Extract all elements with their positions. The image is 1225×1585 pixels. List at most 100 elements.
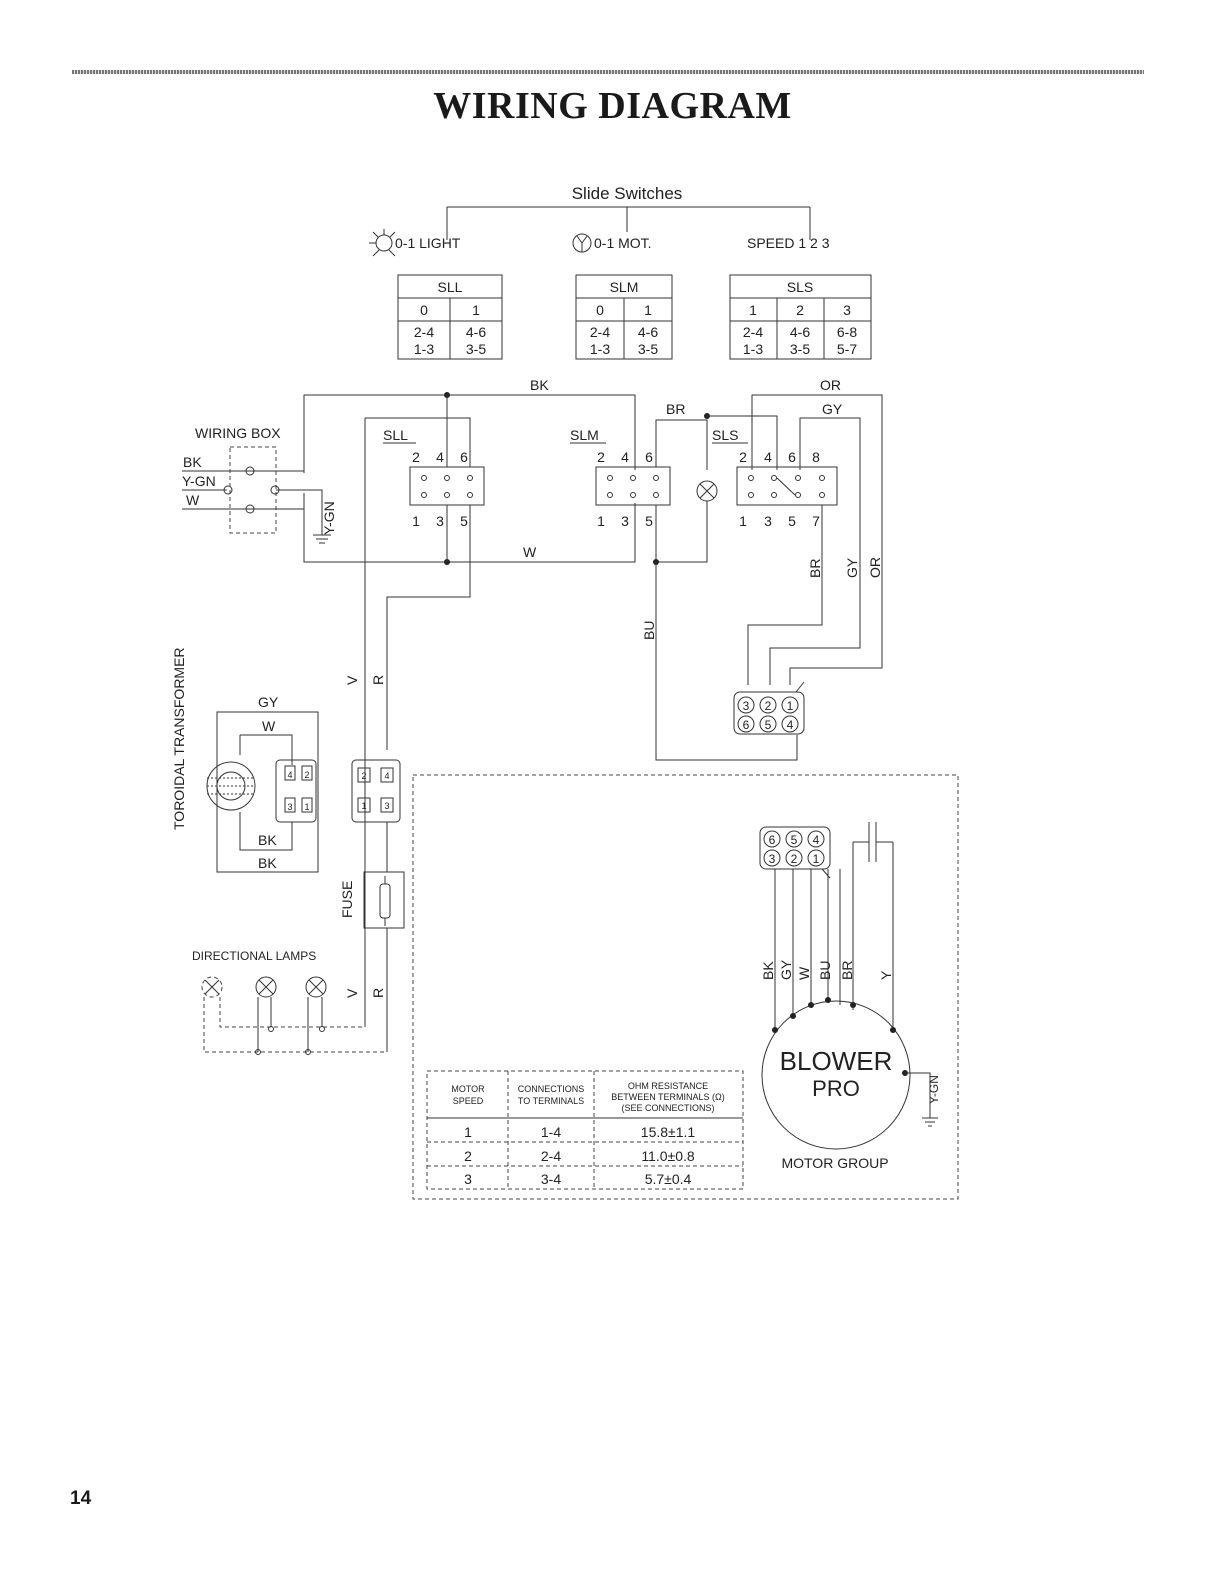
svg-text:4: 4 — [764, 449, 772, 465]
r-label-lower: R — [370, 988, 386, 998]
toroidal-transformer: TOROIDAL TRANSFORMER GY W BK BK 4 2 3 1 — [171, 647, 319, 873]
svg-text:TO TERMINALS: TO TERMINALS — [518, 1096, 584, 1106]
svg-text:2: 2 — [464, 1148, 472, 1164]
motor-wire-w: W — [796, 966, 812, 980]
wiring-box: WIRING BOX BK Y-GN W Y-GN — [182, 425, 337, 544]
svg-text:8: 8 — [812, 449, 820, 465]
svg-text:W: W — [262, 718, 276, 734]
svg-text:SLM: SLM — [610, 279, 639, 295]
sll-output-wire — [386, 505, 471, 750]
slm-switch-block: SLM 2 4 6 1 3 5 — [570, 427, 671, 529]
svg-text:2-4: 2-4 — [743, 324, 763, 340]
or-vertical-label: OR — [867, 557, 883, 578]
svg-text:3: 3 — [764, 513, 772, 529]
gy-label: GY — [822, 401, 843, 417]
directional-lamps: DIRECTIONAL LAMPS — [192, 949, 387, 1055]
motor-wires — [774, 869, 841, 1030]
svg-text:2: 2 — [304, 770, 309, 780]
svg-text:1: 1 — [813, 852, 820, 866]
svg-text:4: 4 — [621, 449, 629, 465]
svg-text:1: 1 — [412, 513, 420, 529]
blower-motor: BLOWER PRO Y-GN — [761, 997, 941, 1150]
svg-text:4-6: 4-6 — [790, 324, 810, 340]
blower-name-line1: BLOWER — [780, 1046, 893, 1076]
svg-text:1-4: 1-4 — [541, 1124, 561, 1140]
svg-text:SLS: SLS — [712, 427, 738, 443]
svg-text:3-5: 3-5 — [638, 341, 658, 357]
svg-text:7: 7 — [812, 513, 820, 529]
svg-text:4: 4 — [813, 833, 820, 847]
svg-text:0: 0 — [596, 302, 604, 318]
svg-text:2: 2 — [796, 302, 804, 318]
br-motor-wire — [747, 505, 823, 685]
motor-wire-bu: BU — [817, 961, 833, 980]
v-label-upper: V — [344, 675, 360, 685]
svg-text:1: 1 — [739, 513, 747, 529]
page-title: WIRING DIAGRAM — [433, 85, 792, 127]
svg-text:CONNECTIONS: CONNECTIONS — [518, 1084, 585, 1094]
blower-name-line2: PRO — [812, 1076, 860, 1101]
sls-table: SLS 1 2 3 2-4 4-6 6-8 1-3 3-5 5-7 — [729, 274, 872, 360]
svg-text:2: 2 — [791, 852, 798, 866]
svg-text:2: 2 — [597, 449, 605, 465]
svg-text:3: 3 — [843, 302, 851, 318]
svg-text:6: 6 — [743, 718, 750, 732]
svg-text:4-6: 4-6 — [638, 324, 658, 340]
svg-text:4: 4 — [436, 449, 444, 465]
svg-text:1: 1 — [361, 801, 366, 811]
svg-text:SLL: SLL — [438, 279, 463, 295]
svg-text:FUSE: FUSE — [339, 881, 355, 918]
svg-text:2-4: 2-4 — [590, 324, 610, 340]
svg-text:3: 3 — [621, 513, 629, 529]
fan-icon — [572, 233, 592, 253]
gy-wire — [769, 417, 861, 685]
indicator-lamp-icon — [696, 480, 718, 502]
svg-text:5: 5 — [460, 513, 468, 529]
svg-text:4-6: 4-6 — [466, 324, 486, 340]
svg-text:1: 1 — [644, 302, 652, 318]
svg-text:1: 1 — [472, 302, 480, 318]
or-label: OR — [820, 377, 841, 393]
svg-text:3-5: 3-5 — [466, 341, 486, 357]
svg-text:SLL: SLL — [383, 427, 408, 443]
svg-text:3-5: 3-5 — [790, 341, 810, 357]
svg-text:3-4: 3-4 — [541, 1171, 561, 1187]
svg-text:SPEED: SPEED — [453, 1096, 484, 1106]
svg-text:1: 1 — [787, 699, 794, 713]
svg-text:3: 3 — [743, 699, 750, 713]
motor-wire-bk: BK — [760, 961, 776, 980]
svg-text:3: 3 — [464, 1171, 472, 1187]
bu-wire — [655, 562, 798, 761]
svg-text:SLM: SLM — [570, 427, 599, 443]
sll-feed-wire — [364, 417, 471, 1027]
svg-text:11.0±0.8: 11.0±0.8 — [641, 1148, 695, 1164]
svg-text:3: 3 — [436, 513, 444, 529]
motor-six-pin-connector: 6 5 4 3 2 1 — [759, 826, 831, 879]
svg-text:5-7: 5-7 — [837, 341, 857, 357]
svg-text:2-4: 2-4 — [541, 1148, 561, 1164]
svg-text:3: 3 — [287, 802, 292, 812]
svg-text:MOTOR: MOTOR — [451, 1084, 485, 1094]
fuse: FUSE — [339, 871, 405, 1052]
svg-text:OHM RESISTANCE: OHM RESISTANCE — [628, 1081, 708, 1091]
light-bulb-icon — [369, 229, 396, 257]
svg-text:6: 6 — [788, 449, 796, 465]
svg-text:1-3: 1-3 — [743, 341, 763, 357]
or-wire — [751, 394, 883, 685]
svg-text:1: 1 — [464, 1124, 472, 1140]
sll-table: SLL 0 1 2-4 4-6 1-3 3-5 — [397, 274, 503, 360]
svg-text:2: 2 — [739, 449, 747, 465]
svg-text:4: 4 — [384, 771, 389, 781]
svg-text:5.7±0.4: 5.7±0.4 — [645, 1171, 692, 1187]
svg-text:DIRECTIONAL LAMPS: DIRECTIONAL LAMPS — [192, 949, 316, 963]
w-label: W — [523, 544, 537, 560]
svg-text:1: 1 — [749, 302, 757, 318]
br-wire — [655, 419, 708, 470]
page-number: 14 — [70, 1488, 92, 1509]
transformer-mate-connector: 2 4 1 3 — [351, 759, 401, 872]
svg-text:5: 5 — [788, 513, 796, 529]
svg-text:BK: BK — [258, 855, 277, 871]
svg-text:2: 2 — [361, 771, 366, 781]
light-switch-label: 0-1 LIGHT — [395, 235, 461, 251]
